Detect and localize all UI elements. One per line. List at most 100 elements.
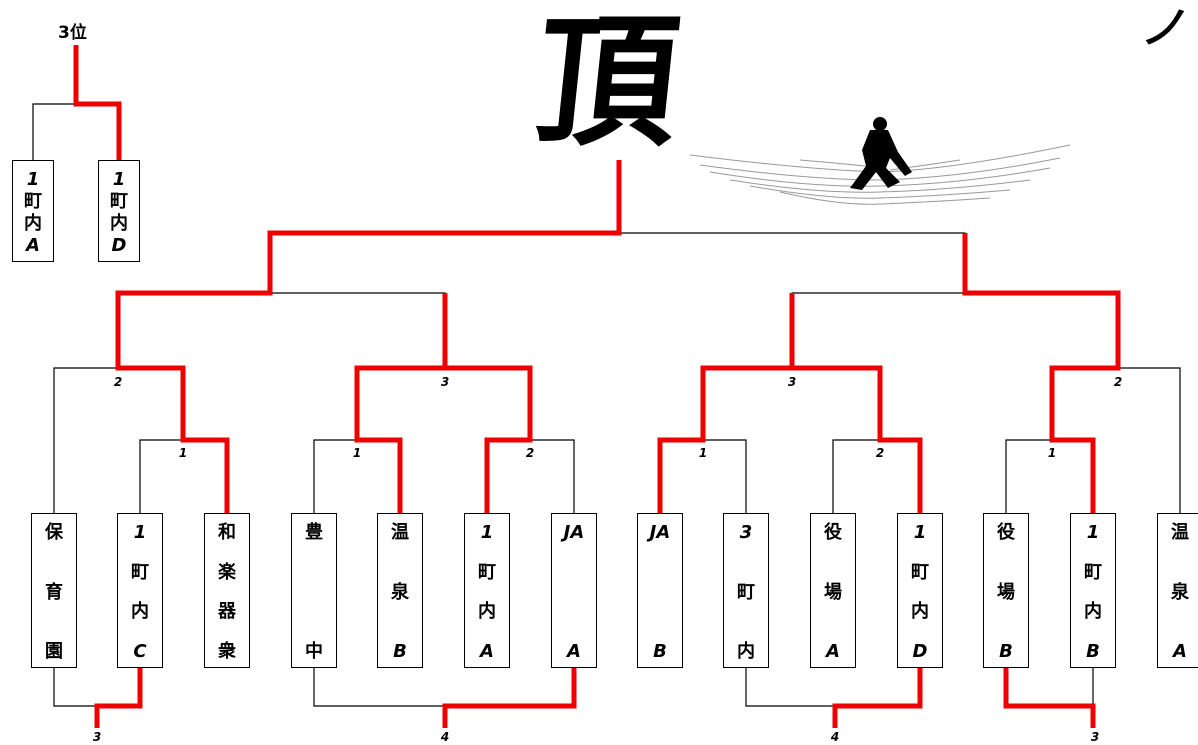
team-name-char: 内 [737, 641, 755, 662]
team-name-char: 1 [1086, 522, 1100, 543]
team-name-char: 1 [112, 169, 126, 190]
match-number: 3 [787, 375, 797, 389]
match-number: 1 [1047, 446, 1057, 460]
match-number: 2 [875, 446, 885, 460]
winner-path [1003, 668, 1096, 728]
match-number: 2 [113, 375, 123, 389]
team-name-char: 内 [110, 213, 128, 234]
team-name-char: 場 [824, 581, 842, 603]
bracket-line [269, 232, 966, 293]
winner-path [445, 365, 533, 513]
team-name-char: 町 [24, 191, 42, 212]
team-box: 和楽器衆 [204, 513, 250, 668]
bracket-line [791, 292, 1119, 368]
winner-path [73, 45, 122, 160]
bracket-line [53, 668, 141, 707]
team-name-char: JA [563, 522, 585, 543]
team-name-char: 1 [26, 169, 40, 190]
bracket-line [117, 292, 446, 368]
team-name-char: 育 [45, 581, 63, 603]
winner-path [115, 160, 622, 513]
team-name-char: A [826, 641, 840, 662]
match-number: 3 [92, 730, 102, 744]
bracket-line [32, 103, 120, 160]
team-name-char: JA [649, 522, 671, 543]
team-name-char: 町 [478, 561, 496, 583]
match-number: 1 [698, 446, 708, 460]
team-name-char: 保 [45, 522, 63, 543]
match-number: 1 [178, 446, 188, 460]
team-name-char: B [653, 641, 667, 662]
team-box: 温泉 A [1157, 513, 1198, 668]
match-number: 2 [525, 446, 535, 460]
team-name-char: 中 [305, 641, 323, 662]
team-name-char: 内 [131, 601, 149, 623]
team-name-char: B [1086, 640, 1100, 662]
team-name-char: 内 [1084, 601, 1102, 623]
player-silhouette-icon [690, 117, 1070, 205]
match-number: 4 [830, 730, 840, 744]
bracket-line [313, 668, 575, 707]
team-name-char: 役 [824, 522, 842, 543]
bracket-line [745, 668, 921, 707]
team-name-char: 町 [911, 561, 929, 583]
team-name-char: 町 [737, 581, 755, 603]
team-name-char: 内 [478, 601, 496, 623]
team-box: 保育園 [31, 513, 77, 668]
third-place-title: 3位 [58, 23, 87, 43]
team-box: 豊中 [291, 513, 337, 668]
team-name-char: 和 [218, 522, 236, 543]
team-name-char: 役 [997, 522, 1015, 543]
team-box: 3 町内 [723, 513, 769, 668]
winner-path [792, 365, 923, 513]
team-name-char: 町 [131, 561, 149, 583]
team-box: 温泉 B [377, 513, 423, 668]
match-number: 4 [440, 730, 450, 744]
team-name-char: 泉 [391, 581, 409, 603]
team-name-char: B [999, 641, 1013, 662]
match-number: 2 [1113, 375, 1123, 389]
team-box: 役場 A [810, 513, 856, 668]
team-name-char: B [393, 641, 407, 662]
match-number: 1 [352, 446, 362, 460]
winner-path [94, 668, 143, 728]
match-number: 3 [440, 375, 450, 389]
winner-path [962, 233, 1121, 513]
team-name-char: D [912, 640, 928, 662]
corner-brush-glyph: ノ [1140, 3, 1184, 54]
winner-path [657, 293, 795, 513]
team-name-char: 3 [739, 522, 753, 543]
team-name-char: 内 [911, 601, 929, 623]
team-name-char: 器 [218, 601, 236, 623]
team-name-char: 温 [1171, 522, 1189, 543]
team-name-char: A [1173, 641, 1187, 662]
team-name-char: 内 [24, 213, 42, 234]
team-name-char: A [480, 640, 494, 662]
team-box: JA B [637, 513, 683, 668]
team-name-char: 町 [110, 191, 128, 212]
team-name-char: 温 [391, 522, 409, 543]
team-name-char: 園 [45, 641, 63, 662]
team-name-char: 泉 [1171, 581, 1189, 603]
team-name-char: 衆 [218, 640, 236, 662]
team-name-char: C [133, 640, 147, 662]
team-name-char: 楽 [218, 561, 236, 583]
team-name-char: 1 [133, 522, 147, 543]
team-name-char: 町 [1084, 561, 1102, 583]
winner-path [354, 293, 448, 513]
team-name-char: 1 [480, 522, 494, 543]
match-number: 3 [1090, 730, 1100, 744]
team-name-char: 場 [997, 581, 1015, 603]
team-name-char: A [26, 235, 40, 256]
winner-path [832, 668, 923, 728]
winner-path [442, 668, 577, 728]
bracket-line [1005, 668, 1094, 707]
